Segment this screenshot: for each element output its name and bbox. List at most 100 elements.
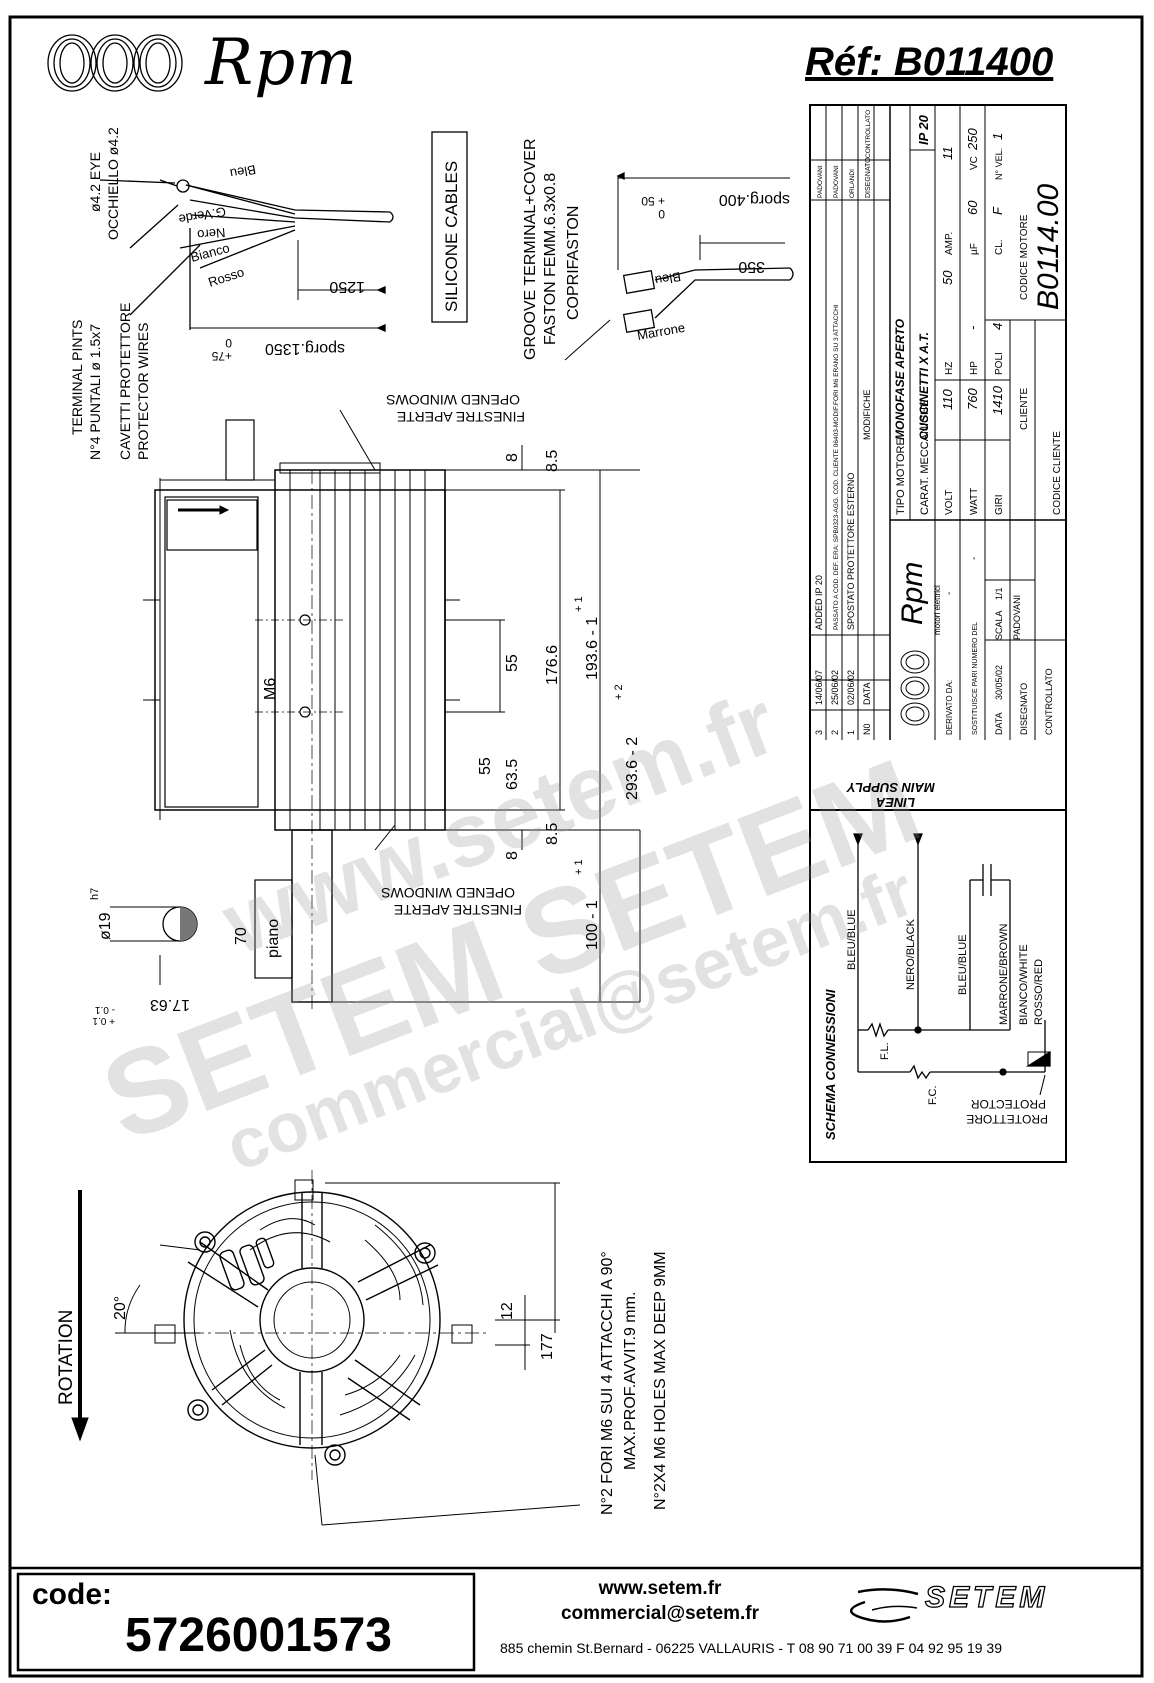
dim-193-6-tol: + 1 (573, 596, 585, 612)
codice-cliente-label: CODICE CLIENTE (1052, 431, 1063, 515)
schema-protector: PROTECTOR (971, 1097, 1046, 1111)
footer-address: 885 chemin St.Bernard - 06225 VALLAURIS … (500, 1640, 1002, 1656)
derivato-label: DERIVATO DA: (945, 680, 954, 735)
dim-293-6: 293.6 - 2 (624, 737, 641, 800)
codice-motore-label: CODICE MOTORE (1019, 214, 1030, 300)
schema-title: SCHEMA CONNESSIONI (823, 989, 838, 1140)
rev-sig-3: PADOVANI (817, 165, 824, 198)
vc-label: VC (969, 156, 980, 170)
dim-55-b: 55 (477, 757, 494, 775)
col-no: N0 (862, 723, 872, 735)
front-view-dimensions (71, 1182, 581, 1526)
thread-m6: M6 (262, 678, 279, 700)
rev-sig-2: ORLANDI (849, 169, 856, 198)
cl-value: F (990, 206, 1005, 215)
shaft-dim-70: 70 (233, 927, 250, 945)
faston-leads (564, 171, 794, 361)
watt-label: WATT (969, 488, 980, 515)
eye-label-1: ø4.2 EYE (87, 152, 103, 212)
col-modifiche: MODIFICHE (862, 390, 872, 441)
setem-logo-text: SETEM (924, 1580, 1049, 1614)
rev-2-no: 2 (830, 730, 840, 735)
uf-label: µF (969, 243, 980, 255)
dim-293-6-tol: + 2 (613, 684, 625, 700)
giri-value: 1410 (990, 385, 1005, 415)
finestre-bot-2: OPENED WINDOWS (381, 885, 515, 901)
setem-logo (850, 1588, 919, 1623)
dim-176-6: 176.6 (544, 645, 561, 685)
dim-55-a: 55 (504, 654, 521, 672)
rev-3-date: 14/06/07 (814, 670, 824, 705)
col-data: DATA (862, 682, 872, 705)
lead-wires (99, 179, 394, 332)
dim-sporg-400: sporg.400 (719, 191, 790, 208)
schema-protettore: PROTETTORE (966, 1112, 1048, 1126)
wire-label-bleu: Bleu (229, 162, 257, 181)
scala-label: SCALA (994, 610, 1004, 640)
poli-label: POLI (994, 352, 1005, 375)
amp-label: AMP. (944, 232, 955, 255)
holes-note-2: MAX.PROF.AVVIT.9 mm. (622, 1292, 639, 1470)
schema-marrone-brown: MARRONE/BROWN (998, 924, 1010, 1026)
shaft-flat-tol: + 0.1- 0.1 (92, 1004, 115, 1026)
schema-rosso-red: ROSSO/RED (1033, 959, 1045, 1025)
sheet-border (8, 15, 1144, 1678)
rotation-label: ROTATION (56, 1310, 77, 1405)
connection-schema (853, 833, 1051, 1096)
disegnato-value: PADOVANI (1012, 595, 1022, 640)
rev-2-date: 25/06/02 (830, 670, 840, 705)
dim-193-6: 193.6 - 1 (584, 617, 601, 680)
dim-tol-1350: +750 (211, 336, 232, 363)
controllato-label: CONTROLLATO (1044, 668, 1054, 735)
terminal-label-1: TERMINAL PINTS (69, 320, 85, 435)
sostituisce-value: - (969, 557, 980, 560)
footer-email-link[interactable]: commercial@setem.fr (560, 1603, 760, 1624)
shaft-piano-label: piano (265, 919, 282, 958)
finestre-bot-1: FINESTRE APERTE (394, 902, 522, 918)
codice-motore-value: B0114.00 (1032, 183, 1065, 310)
dim-100: 100 - 1 (584, 900, 601, 950)
ip-rating: IP 20 (916, 114, 931, 145)
uf-value: 60 (965, 200, 980, 215)
schema-fl: F.L. (879, 1042, 891, 1060)
wire-label-marrone: Marrone (636, 320, 686, 343)
schema-bleu-blue-2: BLEU/BLUE (957, 934, 969, 995)
dim-8-5-top: 8.5 (544, 450, 561, 472)
data-value: 30/05/02 (994, 665, 1004, 700)
title-block-brand-sub: motori elettrici (933, 585, 942, 635)
dim-177: 177 (539, 1333, 556, 1360)
rev-1-date: 02/06/02 (846, 670, 856, 705)
vc-value: 250 (965, 128, 980, 151)
groove-label-1: GROOVE TERMINAL+COVER (522, 138, 539, 360)
col-disegnato: DISEGNATO (865, 157, 872, 198)
finestre-top-2: OPENED WINDOWS (386, 392, 520, 408)
poli-value: 4 (990, 323, 1005, 330)
eye-label-2: OCCHIELLO ø4.2 (105, 127, 121, 240)
schema-bianco-white: BIANCO/WHITE (1018, 944, 1030, 1025)
schema-main-supply: MAIN SUPPLY (846, 780, 935, 795)
dim-12: 12 (499, 1302, 516, 1320)
hp-label: HP (969, 361, 980, 375)
carat-value: CUSCINETTI X A.T. (917, 332, 931, 440)
dim-100-tol: + 1 (573, 859, 585, 875)
shaft-flat-piano (254, 879, 293, 979)
schema-bleu-blue-1: BLEU/BLUE (846, 909, 858, 970)
col-controllato: CONTROLLATO (865, 110, 872, 158)
wire-label-bleu-2: Bleu (654, 269, 682, 288)
hz-label: HZ (944, 362, 955, 375)
schema-linea: LINEA (876, 795, 915, 810)
groove-label-2: FASTON FEMM.6.3x0.8 (542, 173, 559, 345)
side-view-dimensions (332, 409, 641, 1003)
shaft-flat-dim: 17.63 (150, 996, 190, 1013)
wire-label-nero: Nero (197, 225, 226, 242)
footer-website-link[interactable]: www.setem.fr (598, 1578, 722, 1599)
shaft-tolerance-h7: h7 (89, 888, 101, 900)
code-box (16, 1572, 476, 1672)
dim-63-5: 63.5 (504, 759, 521, 790)
cliente-label: CLIENTE (1019, 387, 1030, 430)
derivato-value: - (944, 592, 955, 595)
dim-sporg-1350: sporg.1350 (265, 340, 345, 357)
terminal-label-2: N°4 PUNTALI ø 1.5x7 (87, 324, 103, 460)
rev-sig-1: PADOVANI (833, 165, 840, 198)
